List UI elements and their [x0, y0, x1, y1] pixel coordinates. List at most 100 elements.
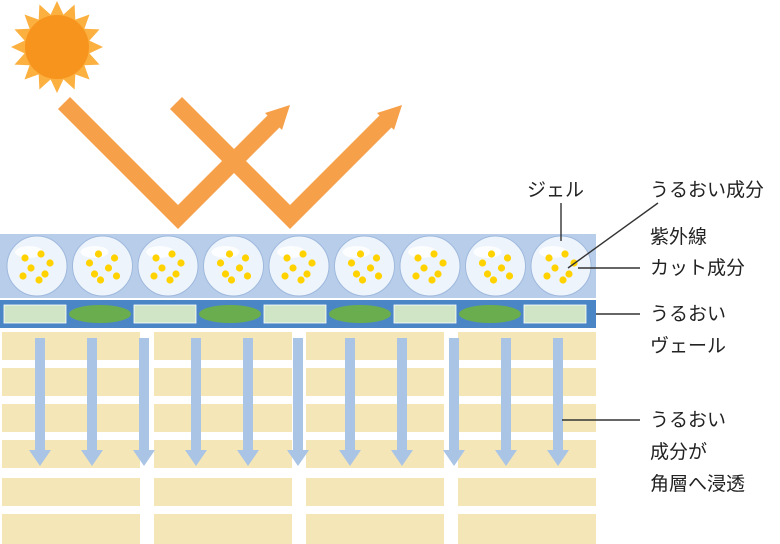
- penetration-arrow-shaft: [139, 338, 149, 452]
- uv-cut-dot: [374, 272, 383, 280]
- uv-cut-dot: [85, 259, 94, 267]
- uv-cut-dot: [565, 270, 573, 278]
- sun-icon: [11, 1, 103, 93]
- uv-cut-dot: [37, 250, 45, 258]
- veil-items: [3, 304, 587, 324]
- gel-capsule: [137, 235, 199, 297]
- penetration-arrow-head: [29, 450, 51, 466]
- corneum-cell: [458, 478, 596, 506]
- corneum-cell: [2, 368, 140, 396]
- gel-capsule: [72, 235, 133, 297]
- uv-cut-dot: [281, 272, 289, 280]
- leader-lines: [560, 202, 659, 421]
- gel-capsule: [268, 235, 330, 297]
- uv-cut-dot: [41, 270, 49, 278]
- penetration-arrow-head: [495, 450, 517, 466]
- veil-oval: [199, 305, 261, 323]
- penetration-arrows: [29, 338, 569, 466]
- uv-cut-dot: [372, 254, 381, 262]
- uv-cut-dot: [177, 259, 185, 267]
- label-penetration-line1: うるおい: [650, 409, 727, 431]
- capsule-shine: [408, 246, 436, 258]
- uv-cut-dot: [166, 276, 174, 284]
- capsule-body: [72, 235, 133, 297]
- uv-cut-dot: [439, 259, 447, 267]
- uv-cut-dot: [414, 254, 422, 262]
- uv-cut-dot: [27, 264, 35, 272]
- corneum-cell: [154, 332, 292, 360]
- uv-cut-dot: [497, 264, 506, 272]
- capsule-shine: [539, 246, 567, 258]
- corneum-cell: [154, 440, 292, 468]
- penetration-arrow: [339, 338, 361, 466]
- uv-cut-dot: [35, 276, 43, 284]
- penetration-arrow: [443, 338, 465, 466]
- uv-cut-dot: [545, 254, 553, 262]
- uv-cut-dot: [221, 270, 230, 278]
- uv-cut-dot: [551, 264, 559, 272]
- penetration-arrow-head: [133, 450, 155, 466]
- penetration-arrow-shaft: [87, 338, 97, 452]
- uv-cut-dot: [94, 250, 103, 258]
- uv-cut-dot: [503, 254, 512, 262]
- penetration-arrow: [237, 338, 259, 466]
- penetration-arrow: [287, 338, 309, 466]
- penetration-arrow-shaft: [191, 338, 201, 452]
- uv-cut-dot: [489, 276, 498, 284]
- uv-arrow-2: [169, 96, 395, 230]
- gel-capsules: [6, 235, 592, 297]
- label-veil-line1: うるおい: [650, 303, 727, 325]
- label-uv-cut-line2: カット成分: [650, 257, 746, 279]
- uv-cut-dot: [19, 272, 27, 280]
- penetration-arrow-head: [81, 450, 103, 466]
- penetration-arrow: [81, 338, 103, 466]
- veil-block: [393, 304, 457, 324]
- corneum-cell: [154, 404, 292, 432]
- corneum-cell: [2, 440, 140, 468]
- uv-cut-dot: [283, 254, 291, 262]
- capsule-shine: [342, 246, 371, 258]
- uv-cut-dot: [216, 259, 225, 267]
- penetration-arrow: [495, 338, 517, 466]
- penetration-arrow: [29, 338, 51, 466]
- uv-cut-dot: [297, 276, 305, 284]
- capsule-shine: [277, 246, 305, 258]
- penetration-arrow-shaft: [35, 338, 45, 452]
- gel-capsule: [203, 235, 264, 297]
- veil-block: [133, 304, 197, 324]
- uv-cut-dot: [235, 264, 244, 272]
- capsule-shine: [473, 246, 502, 258]
- leader-moisture-ingredient: [567, 202, 659, 269]
- uv-cut-dot: [308, 259, 316, 267]
- penetration-arrow: [185, 338, 207, 466]
- gel-capsule: [334, 235, 395, 297]
- uv-cut-dot: [358, 276, 367, 284]
- label-penetration-line3: 角層へ浸透: [650, 473, 746, 495]
- penetration-arrow-shaft: [293, 338, 303, 452]
- capsule-shine: [211, 246, 240, 258]
- capsule-body: [334, 235, 395, 297]
- corneum-cell: [154, 478, 292, 506]
- uv-cut-dot: [483, 270, 492, 278]
- uv-cut-dot: [412, 272, 420, 280]
- uv-arrow-head-1: [265, 105, 290, 130]
- capsule-body: [137, 235, 199, 297]
- gel-capsule: [399, 235, 461, 297]
- corneum-cell: [306, 514, 444, 544]
- veil-block: [523, 304, 587, 324]
- capsule-shine: [15, 246, 43, 258]
- uv-cut-dot: [90, 270, 99, 278]
- uv-cut-dot: [225, 250, 234, 258]
- corneum-cell: [306, 440, 444, 468]
- capsule-shine: [80, 246, 109, 258]
- uv-cut-dot: [561, 250, 569, 258]
- corneum-cell: [2, 478, 140, 506]
- uv-cut-dot: [303, 270, 311, 278]
- corneum-cell: [458, 514, 596, 544]
- penetration-arrow-head: [339, 450, 361, 466]
- uv-cut-dot: [104, 264, 113, 272]
- capsule-body: [399, 235, 461, 297]
- corneum-cell: [306, 332, 444, 360]
- penetration-arrow-head: [443, 450, 465, 466]
- capsule-body: [465, 235, 526, 297]
